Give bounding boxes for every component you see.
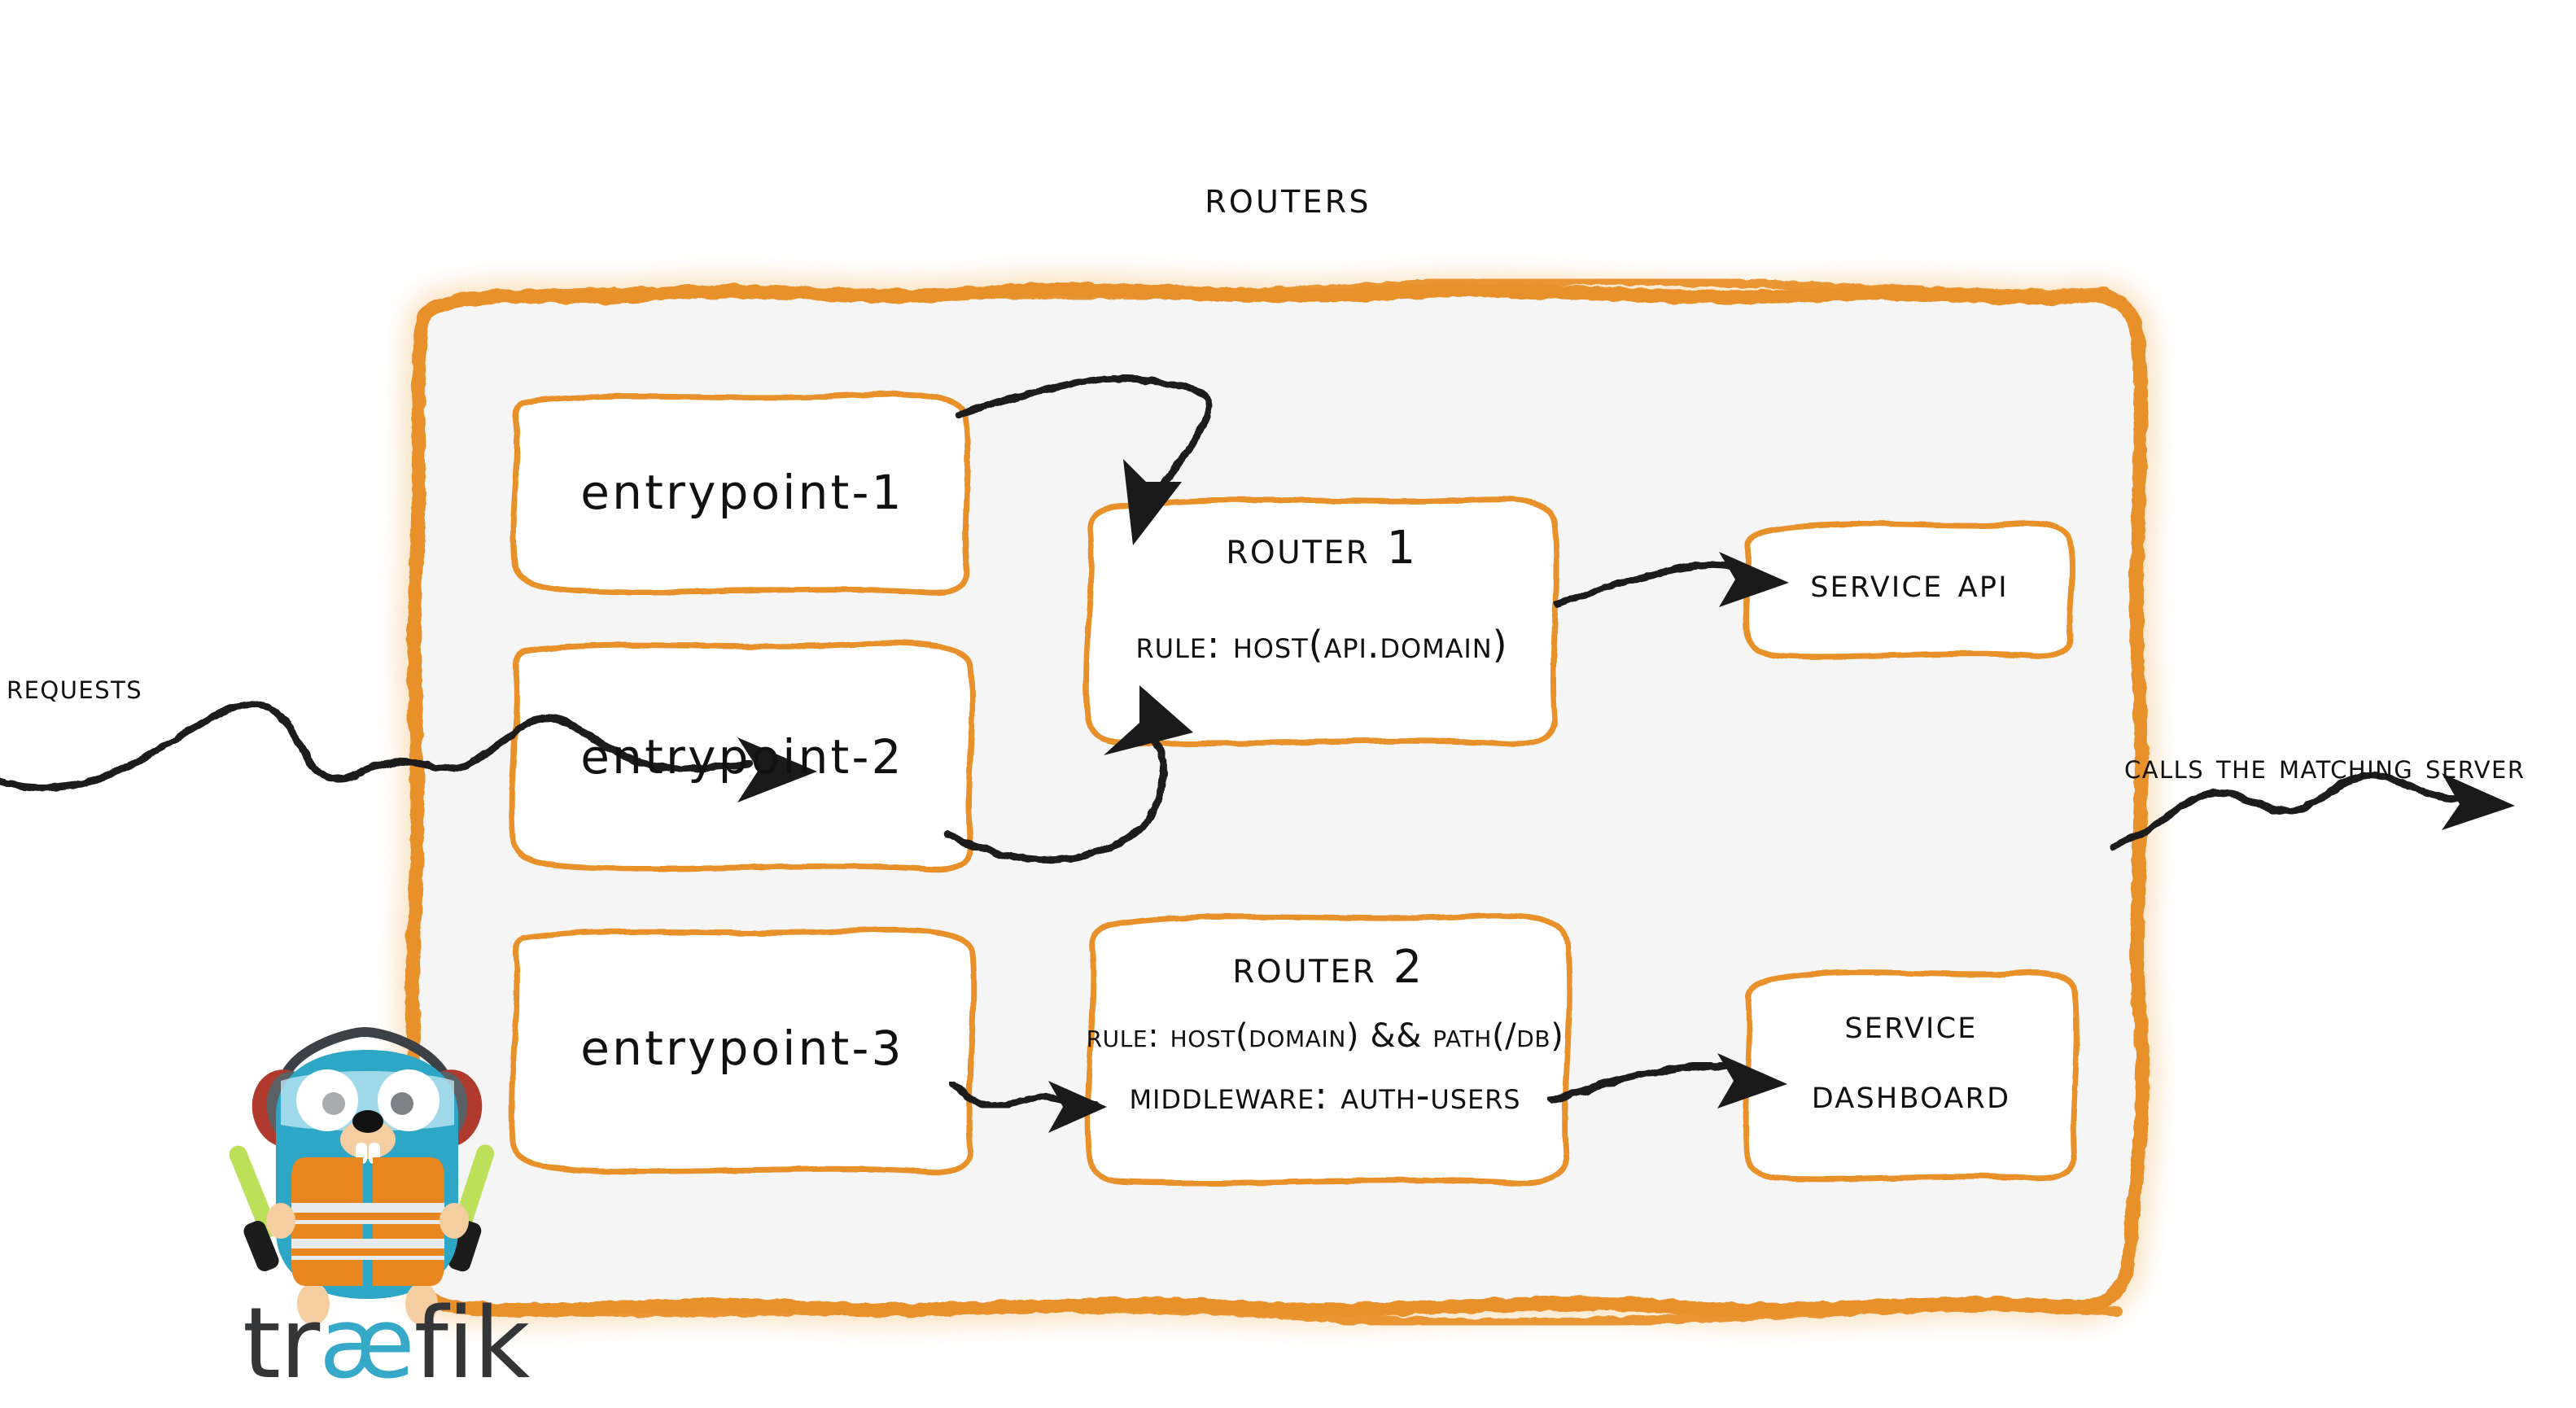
router-2-middleware: Middleware: auth-users xyxy=(1129,1073,1521,1117)
router2-to-servicedashboard-arrow xyxy=(1547,1053,1787,1108)
wordmark-post: fik xyxy=(413,1288,531,1401)
entrypoint1-to-router1-arrow xyxy=(955,374,1213,545)
wordmark-pre: tr xyxy=(243,1288,320,1401)
arrowhead-icon xyxy=(1048,1081,1107,1133)
entrypoint-3-label: entrypoint-3 xyxy=(580,1021,904,1076)
router-2-box[interactable] xyxy=(1085,912,1572,1187)
gopher-hand-left xyxy=(266,1203,295,1239)
arrowhead-icon xyxy=(1719,552,1789,607)
router1-to-serviceapi-arrow xyxy=(1552,552,1789,608)
router-2-rule: rule: Host(domain) && Path(/db) xyxy=(1086,1017,1564,1055)
matching-server-arrow xyxy=(2109,772,2515,850)
calls-matching-server-label: Calls the matching server xyxy=(2124,746,2526,786)
service-dashboard-label-line2: Dashboard xyxy=(1811,1070,2011,1117)
gopher-foot-left xyxy=(297,1283,330,1325)
requests-arrow xyxy=(0,701,817,802)
gopher-muzzle xyxy=(340,1120,396,1159)
arrowhead-icon xyxy=(737,737,817,802)
arrowhead-icon xyxy=(1104,685,1193,755)
service-api-box[interactable] xyxy=(1743,520,2075,660)
entrypoint-2-label: entrypoint-2 xyxy=(580,729,904,785)
gopher-hand-right xyxy=(440,1203,469,1239)
requests-label: Requests xyxy=(7,667,143,706)
router-1-box[interactable] xyxy=(1083,496,1560,747)
headphone-band-icon xyxy=(282,1026,449,1079)
arrowhead-icon xyxy=(1123,459,1182,545)
arrowhead-icon xyxy=(1717,1053,1787,1108)
traefik-wordmark: træfik xyxy=(243,1296,530,1393)
entrypoint-2-box[interactable] xyxy=(509,640,976,872)
service-dashboard-label-line1: Service xyxy=(1844,1000,1978,1047)
router-2-title: Router 2 xyxy=(1232,941,1424,994)
entrypoint2-to-router1-arrow xyxy=(943,685,1193,864)
entrypoint3-to-router2-arrow xyxy=(948,1080,1107,1133)
entrypoint-3-box[interactable] xyxy=(509,926,977,1175)
entrypoint-1-box[interactable] xyxy=(510,391,971,596)
gopher-nose xyxy=(352,1110,383,1133)
page-title: Routers xyxy=(1205,172,1371,223)
router-1-rule: rule: Host(api.domain) xyxy=(1135,623,1508,667)
traefik-gopher-mascot xyxy=(229,1026,495,1325)
wordmark-ae: æ xyxy=(319,1288,415,1401)
entrypoint-1-label: entrypoint-1 xyxy=(580,465,904,520)
glow-stick-left-icon xyxy=(229,1145,279,1271)
router-1-title: Router 1 xyxy=(1226,522,1418,575)
arrowhead-icon xyxy=(2442,773,2515,830)
service-api-label: Service API xyxy=(1810,559,2009,606)
gopher-foot-right xyxy=(405,1283,438,1325)
